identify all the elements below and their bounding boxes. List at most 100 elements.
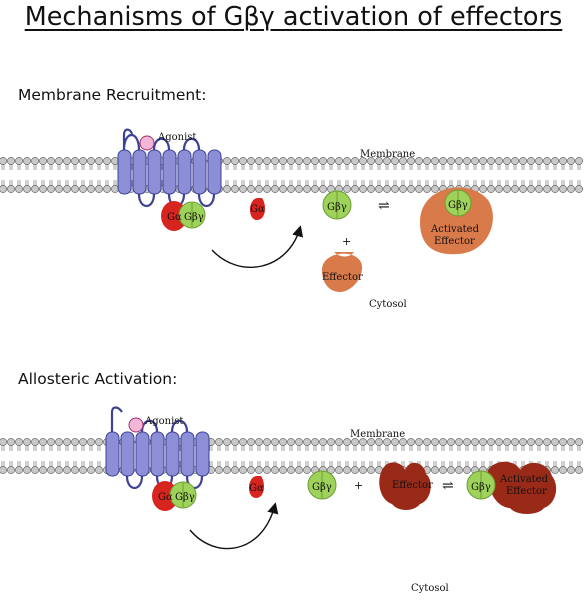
free-galpha-2 <box>248 476 264 498</box>
lipid-head <box>231 466 239 474</box>
lipid-head <box>63 438 71 446</box>
lipid-head <box>79 185 87 193</box>
lipid-head <box>439 157 447 165</box>
lipid-head <box>0 185 7 193</box>
lipid-head <box>7 438 15 446</box>
lipid-head <box>391 157 399 165</box>
lipid-head <box>23 438 31 446</box>
lipid-head <box>359 157 367 165</box>
lipid-head <box>567 157 575 165</box>
lipid-head <box>311 157 319 165</box>
lipid-head <box>455 466 463 474</box>
lipid-head <box>407 438 415 446</box>
gbg-label-2b: Gβγ <box>312 482 332 493</box>
lipid-head <box>255 438 263 446</box>
lipid-head <box>511 438 519 446</box>
lipid-head <box>543 438 551 446</box>
lipid-head <box>271 157 279 165</box>
lipid-head <box>87 157 95 165</box>
plus-sign-2: + <box>354 479 363 492</box>
lipid-head <box>511 157 519 165</box>
lipid-head <box>559 157 567 165</box>
lipid-head <box>223 466 231 474</box>
gbg-label-1a: Gβγ <box>184 212 204 223</box>
lipid-head <box>327 157 335 165</box>
lipid-head <box>343 157 351 165</box>
lipid-head <box>287 157 295 165</box>
lipid-head <box>71 157 79 165</box>
lipid-head <box>447 157 455 165</box>
lipid-head <box>223 438 231 446</box>
lipid-head <box>351 157 359 165</box>
lipid-head <box>447 466 455 474</box>
lipid-head <box>559 438 567 446</box>
equilibrium-arrows-icon-1: ⇌ <box>378 198 390 214</box>
lipid-head <box>215 466 223 474</box>
lipid-head <box>31 466 39 474</box>
lipid-head <box>303 438 311 446</box>
lipid-head <box>0 466 7 474</box>
lipid-head <box>0 157 7 165</box>
lipid-head <box>335 438 343 446</box>
lipid-head <box>415 185 423 193</box>
lipid-head <box>503 185 511 193</box>
lipid-head <box>575 185 583 193</box>
lipid-head <box>423 438 431 446</box>
agonist-label-2: Agonist <box>144 416 183 427</box>
lipid-head <box>71 185 79 193</box>
activated-effector-1 <box>420 187 493 255</box>
lipid-head <box>407 185 415 193</box>
membrane-bilayer-1 <box>0 157 583 193</box>
lipid-head <box>559 466 567 474</box>
gpcr-receptor-2 <box>105 406 210 490</box>
lipid-head <box>247 185 255 193</box>
lipid-head <box>463 438 471 446</box>
lipid-head <box>47 157 55 165</box>
lipid-head <box>279 438 287 446</box>
page-title: Mechanisms of Gβγ activation of effector… <box>24 2 563 32</box>
lipid-head <box>271 466 279 474</box>
lipid-head <box>431 438 439 446</box>
lipid-head <box>367 438 375 446</box>
lipid-head <box>399 438 407 446</box>
lipid-head <box>455 438 463 446</box>
lipid-head <box>495 185 503 193</box>
lipid-head <box>375 157 383 165</box>
lipid-head <box>319 185 327 193</box>
lipid-head <box>519 157 527 165</box>
effector-2 <box>379 462 431 510</box>
lipid-head <box>47 438 55 446</box>
lipid-head <box>79 466 87 474</box>
lipid-head <box>55 438 63 446</box>
lipid-head <box>551 466 559 474</box>
lipid-head <box>495 438 503 446</box>
lipid-head <box>319 438 327 446</box>
activated-label-1b: Effector <box>434 236 475 247</box>
lipid-head <box>375 438 383 446</box>
lipid-head <box>431 185 439 193</box>
lipid-head <box>31 157 39 165</box>
cytosol-label-1: Cytosol <box>369 299 407 310</box>
lipid-head <box>487 438 495 446</box>
lipid-head <box>79 157 87 165</box>
lipid-head <box>47 185 55 193</box>
lipid-head <box>447 438 455 446</box>
agonist-icon-1 <box>139 135 155 151</box>
effector-label-2: Effector <box>392 480 433 491</box>
lipid-head <box>247 466 255 474</box>
lipid-head <box>63 185 71 193</box>
lipid-head <box>575 466 583 474</box>
lipid-head <box>551 185 559 193</box>
lipid-head <box>359 438 367 446</box>
lipid-head <box>95 185 103 193</box>
lipid-head <box>431 466 439 474</box>
section-heading-allosteric-activation: Allosteric Activation: <box>18 370 178 388</box>
lipid-head <box>487 185 495 193</box>
lipid-head <box>359 185 367 193</box>
lipid-head <box>567 438 575 446</box>
curved-arrow-icon-2 <box>189 502 279 550</box>
lipid-head <box>39 157 47 165</box>
lipid-head <box>527 185 535 193</box>
activated-label-2a: Activated <box>499 474 549 485</box>
